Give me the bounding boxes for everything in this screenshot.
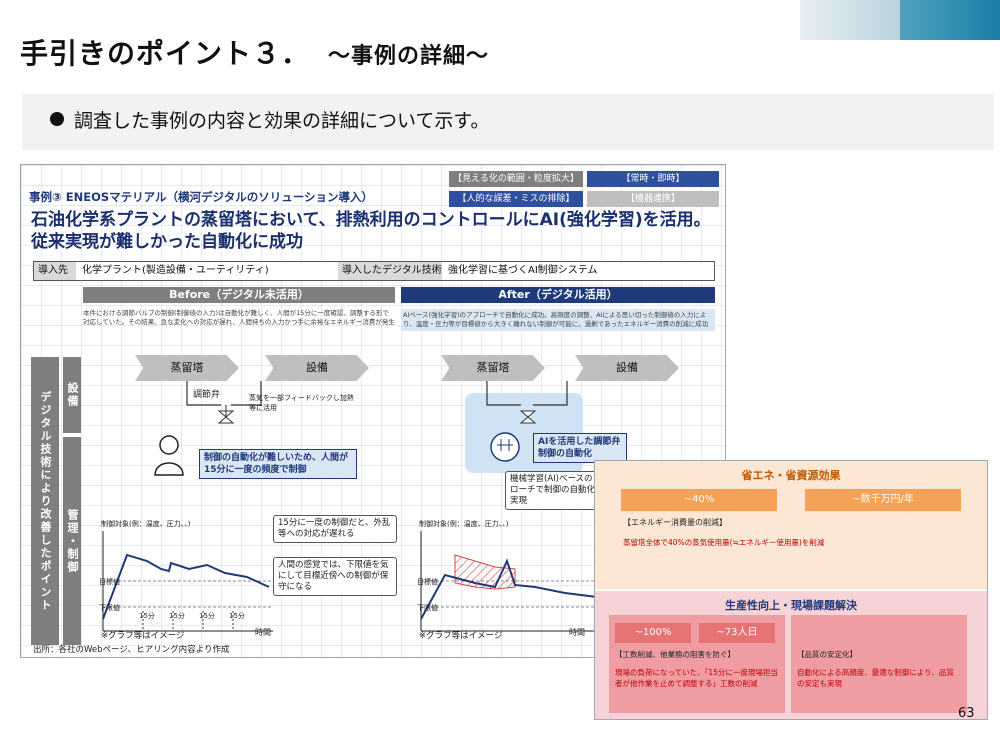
before-valve-diagram (186, 381, 262, 424)
operator-person-icon (154, 435, 184, 476)
tag-visibility: 【見える化の範囲・粒度拡大】 (449, 171, 583, 187)
effects-bottom-title: 生産性向上・現場課題解決 (725, 599, 857, 612)
before-chart-title: 制御対象(例：温度、圧力、、) (101, 520, 191, 528)
ai-brain-icon (486, 381, 568, 462)
effect-value-cost: ~数千万円/年 (805, 489, 961, 511)
before-tick-15-4: 15分 (229, 612, 245, 620)
effects-bottom-section: 生産性向上・現場課題解決 ~100% ~73人日 【工数削減、他業務の阻害を防ぐ… (595, 591, 987, 719)
page-title: 手引きのポイント３． ～事例の詳細～ (20, 32, 489, 72)
after-callout: AIを活用した調節弁制御の自動化 (533, 433, 627, 463)
page-number: 63 (958, 706, 975, 721)
before-tick-15-1: 15分 (139, 612, 155, 620)
after-graph-note: ※グラフ等はイメージ (419, 631, 503, 641)
before-tick-15-3: 15分 (199, 612, 215, 620)
summary-bullet-text: 調査した事例の内容と効果の詳細について示す。 (74, 110, 490, 132)
header-decoration-dark (900, 0, 1000, 40)
note-15min: 15分に一度の制御だと、外乱等への対応が遅れる (273, 515, 397, 543)
bullet-dot-icon (50, 112, 64, 126)
before-callout: 制御の自動化が難しいため、人間が15分に一度の頻度で制御 (199, 449, 357, 479)
tag-realtime: 【常時・即時】 (587, 171, 719, 187)
header-decoration-light (800, 0, 900, 40)
page-title-main: 手引きのポイント３． (20, 37, 311, 70)
before-header: Before（デジタル未活用） (83, 287, 395, 303)
effects-top-title: 省エネ・省資源効果 (741, 469, 841, 482)
after-time-label: 時間 (569, 628, 585, 637)
effects-top-section: 省エネ・省資源効果 ~40% ~数千万円/年 【エネルギー消費量の削減】 蒸留塔… (595, 461, 987, 589)
side-label-digital: デジタル技術により改善したポイント (31, 357, 59, 645)
after-header: After（デジタル活用） (401, 287, 715, 303)
tag-device-link: 【機器連携】 (587, 191, 719, 207)
effect-bottom-detail-2: 自動化による高頻度、最適な制御により、品質の安定も実現 (797, 668, 954, 688)
side-label-equipment: 設備 (63, 357, 81, 433)
intro-value: 化学プラント(製造設備・ユーティリティ) (82, 265, 269, 276)
source-note: 出所：各社のWebページ、ヒアリング内容より作成 (33, 645, 230, 655)
case-figure: 事例③ ENEOSマテリアル（横河デジタルのソリューション導入） 【見える化の範… (20, 164, 726, 658)
info-row: 導入先 化学プラント(製造設備・ユーティリティ) 導入したデジタル技術 強化学習… (33, 261, 715, 281)
effect-value-manday: ~73人日 (699, 623, 775, 643)
after-target-label: 目標値 (417, 578, 438, 586)
effect-top-detail: 蒸留塔全体で40%の蒸気使用量(≒エネルギー使用量)を削減 (623, 538, 825, 547)
case-label: 事例③ ENEOSマテリアル（横河デジタルのソリューション導入） (29, 190, 374, 204)
before-graph-note: ※グラフ等はイメージ (101, 631, 185, 641)
before-valve-label: 調節弁 (193, 390, 221, 400)
before-time-label: 時間 (255, 628, 271, 637)
before-chart (102, 531, 273, 632)
page-title-sub: ～事例の詳細～ (328, 44, 490, 69)
case-headline-line2: 従来実現が難しかった自動化に成功 (31, 232, 303, 252)
after-description: AIベース(強化学習)のアプローチで自動化に成功。高頻度の調整、AIによる思い切… (401, 309, 715, 331)
steam-note: 蒸気を一部フィードバックし加熱等に活用 (249, 394, 354, 412)
note-human-sense: 人間の感覚では、下限値を気にして目標近傍への制御が保守になる (273, 557, 397, 596)
before-description: 本件における調節バルブの制御(制御値の入力)は自動化が難しく、人間が15分に一度… (83, 309, 395, 326)
tech-head: 導入したデジタル技術 (338, 262, 442, 280)
effect-bottom-subtitle-2: 【品質の安定化】 (797, 650, 857, 659)
tag-human-error: 【人的な誤差・ミスの排除】 (449, 191, 583, 207)
before-lower-label: 下限値 (99, 604, 120, 612)
before-tick-15-2: 15分 (169, 612, 185, 620)
effect-top-subtitle: 【エネルギー消費量の削減】 (623, 518, 727, 527)
after-lower-label: 下限値 (417, 604, 438, 612)
effects-panel: 省エネ・省資源効果 ~40% ~数千万円/年 【エネルギー消費量の削減】 蒸留塔… (594, 460, 988, 720)
after-chart (420, 531, 601, 632)
effect-value-workload: ~100% (615, 623, 691, 643)
effect-bottom-subtitle-1: 【工数削減、他業務の阻害を防ぐ】 (615, 650, 735, 659)
after-flow-distillation: 蒸留塔 (441, 355, 545, 381)
before-target-label: 目標値 (99, 578, 120, 586)
summary-bullet-box: 調査した事例の内容と効果の詳細について示す。 (22, 94, 994, 150)
before-flow-equipment: 設備 (265, 355, 369, 381)
side-label-control: 管理・制御 (63, 437, 81, 645)
intro-head: 導入先 (34, 262, 76, 280)
before-flow-distillation: 蒸留塔 (135, 355, 239, 381)
case-headline: 石油化学系プラントの蒸留塔において、排熱利用のコントロールにAI(強化学習)を活… (31, 209, 711, 253)
effects-bottom-right-card (791, 615, 967, 713)
effect-bottom-detail-1: 現場の負荷になっていた、「15分に一度現場担当者が他作業を止めて調整する」工数の… (615, 668, 778, 688)
tech-value: 強化学習に基づくAI制御システム (448, 265, 598, 276)
after-chart-title: 制御対象(例：温度、圧力、、) (419, 520, 509, 528)
after-flow-equipment: 設備 (575, 355, 679, 381)
effect-value-energy: ~40% (621, 489, 777, 511)
case-headline-line1: 石油化学系プラントの蒸留塔において、排熱利用のコントロールにAI(強化学習)を活… (31, 210, 711, 230)
